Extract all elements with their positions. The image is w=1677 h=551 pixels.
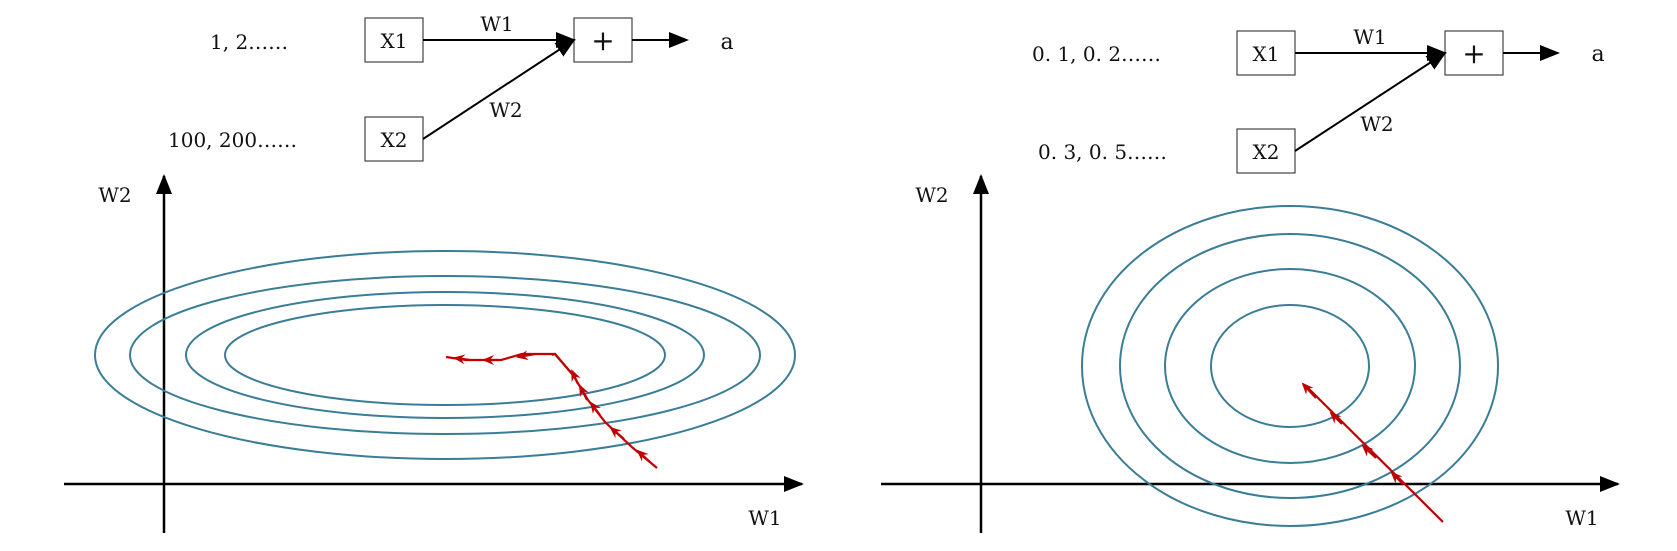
right-x1-input-values: 0. 1, 0. 2…… (1032, 42, 1161, 66)
left-arrowhead-3 (589, 401, 601, 416)
right-arrowhead-3 (1329, 411, 1343, 425)
left-output-label: a (720, 30, 733, 55)
right-w2-weight-label: W2 (1360, 112, 1393, 136)
left-x1-node (364, 17, 424, 63)
right-network: 0. 1, 0. 2…… 0. 3, 0. 5…… X1 X2 + W1 W2 … (1032, 25, 1605, 174)
left-axes: W1 W2 (64, 174, 804, 533)
right-contour-3 (1164, 268, 1416, 464)
left-w2-axis-label: W2 (98, 183, 131, 207)
left-sum-node-label: + (591, 24, 614, 57)
right-sum-node (1444, 30, 1504, 76)
left-w1-axis-label: W1 (748, 506, 781, 530)
left-x1-input-values: 1, 2…… (210, 30, 288, 54)
left-descent-path (445, 350, 658, 469)
right-x1-node-label: X1 (1253, 42, 1280, 66)
right-contours (1081, 205, 1499, 527)
left-arrowhead-8 (453, 354, 471, 365)
right-x2-node-label: X2 (1253, 140, 1280, 164)
right-descent-path (1301, 382, 1444, 523)
right-arrowhead-2 (1361, 444, 1377, 459)
left-x1-node-label: X1 (381, 29, 408, 53)
left-sum-node (573, 17, 633, 63)
left-w2-weight-label: W2 (489, 98, 522, 122)
left-contour-4 (224, 304, 666, 406)
left-w1-weight-label: W1 (480, 12, 513, 36)
left-contours (94, 250, 796, 460)
left-contour-1 (94, 250, 796, 460)
left-contour-2 (129, 275, 761, 435)
right-output-label: a (1591, 42, 1604, 67)
left-arrowhead-6 (516, 350, 536, 361)
right-panel: 0. 1, 0. 2…… 0. 3, 0. 5…… X1 X2 + W1 W2 … (881, 25, 1620, 533)
right-contour-1 (1081, 205, 1499, 527)
right-descent-line (1304, 384, 1444, 523)
right-w2-edge (1294, 51, 1447, 152)
right-axes: W1 W2 (881, 174, 1620, 533)
right-contour-2 (1119, 233, 1461, 499)
left-descent-arrowheads (453, 350, 651, 463)
left-arrowhead-4 (579, 384, 589, 401)
left-panel: 1, 2…… 100, 200…… X1 X2 + W1 W2 a W1 W2 (64, 12, 804, 533)
left-arrowhead-2 (609, 426, 625, 440)
left-w2-edge (422, 38, 576, 140)
right-descent-arrowheads (1301, 382, 1404, 485)
left-x2-node (364, 116, 424, 162)
left-network: 1, 2…… 100, 200…… X1 X2 + W1 W2 a (168, 12, 734, 162)
left-x2-node-label: X2 (381, 128, 408, 152)
right-x1-node (1236, 30, 1296, 76)
left-arrowhead-1 (636, 449, 651, 463)
right-x2-node (1236, 128, 1296, 174)
right-sum-node-label: + (1462, 37, 1485, 70)
right-w1-weight-label: W1 (1353, 25, 1386, 49)
right-arrowhead-4 (1301, 382, 1317, 399)
right-w1-axis-label: W1 (1565, 506, 1598, 530)
right-w2-axis-label: W2 (915, 183, 948, 207)
left-arrowhead-5 (571, 369, 581, 385)
right-contour-4 (1210, 304, 1370, 428)
left-descent-line-top (445, 352, 574, 376)
right-arrowhead-1 (1390, 471, 1404, 485)
right-x2-input-values: 0. 3, 0. 5…… (1038, 140, 1167, 164)
left-x2-input-values: 100, 200…… (168, 128, 297, 152)
left-contour-3 (185, 291, 705, 419)
